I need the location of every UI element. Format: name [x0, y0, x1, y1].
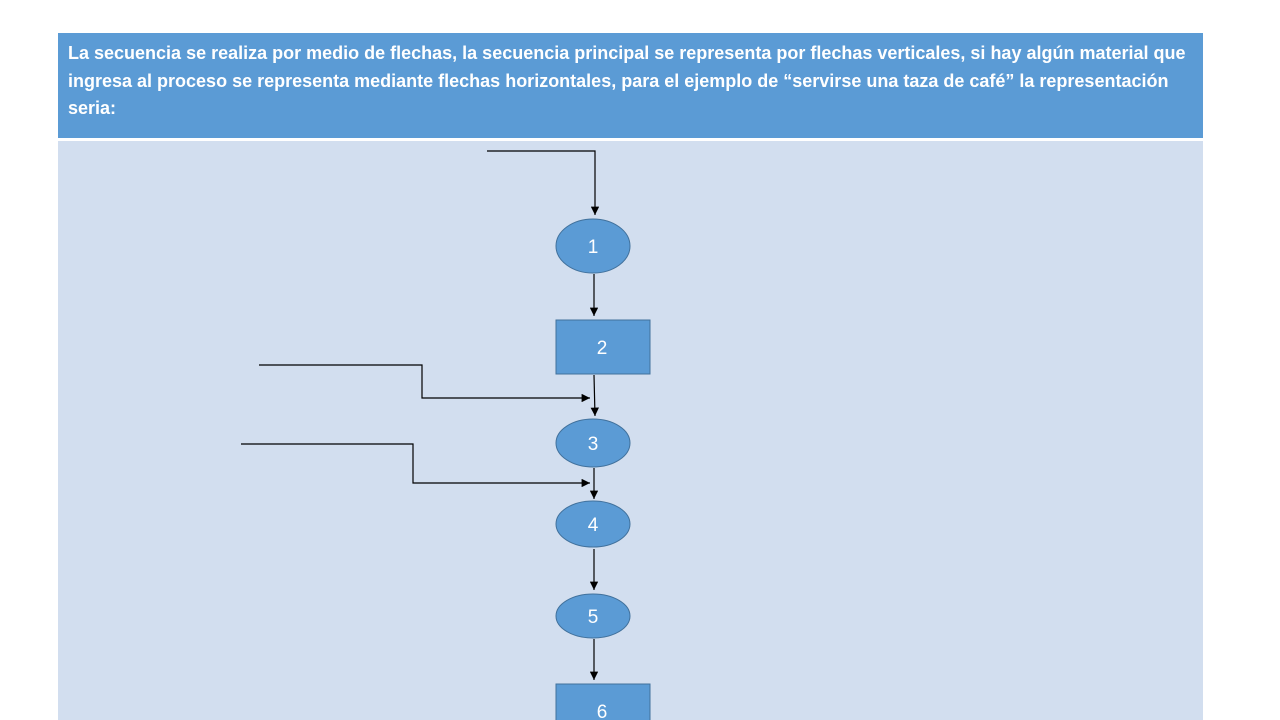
node-3: 3: [555, 418, 631, 468]
diagram-area: [58, 141, 1203, 720]
node-6-label: 6: [597, 702, 608, 720]
node-4-label: 4: [588, 515, 599, 536]
arrow-node-2-to-node-3: [590, 374, 599, 417]
node-1: 1: [555, 218, 631, 274]
node-1-label: 1: [588, 237, 599, 258]
arrow-input-left-1-to-node-3: [259, 364, 590, 403]
node-2: 2: [555, 319, 651, 375]
node-4: 4: [555, 500, 631, 548]
node-3-label: 3: [588, 434, 599, 455]
node-5-label: 5: [588, 607, 599, 628]
header-text: La secuencia se realiza por medio de fle…: [68, 43, 1186, 118]
node-6: 6: [555, 683, 651, 720]
arrow-input-to-node-1: [487, 150, 600, 215]
node-5: 5: [555, 593, 631, 639]
arrow-input-left-2-to-node-4: [241, 443, 590, 488]
node-2-label: 2: [597, 338, 608, 359]
header-box: La secuencia se realiza por medio de fle…: [58, 33, 1203, 138]
